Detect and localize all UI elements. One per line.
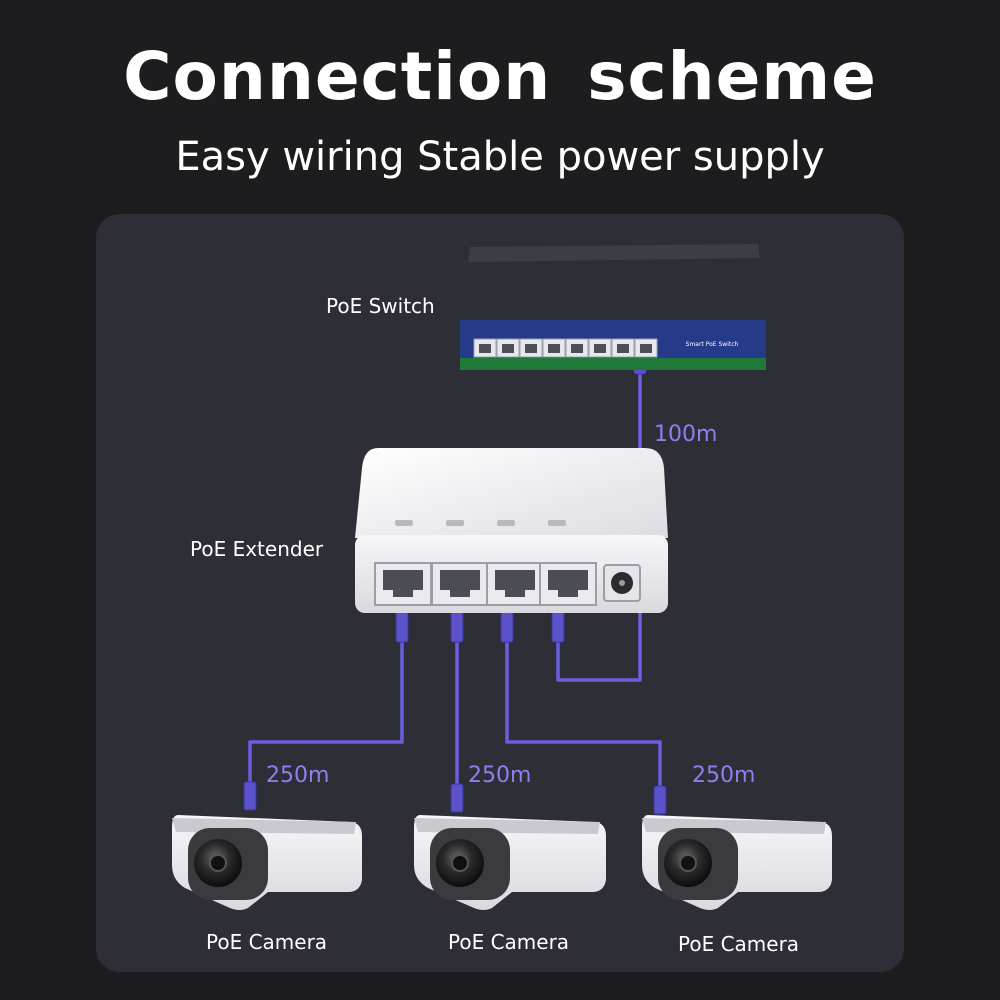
poe-extender-icon (355, 448, 668, 613)
page-title: Connection scheme (123, 38, 877, 115)
poe-switch-icon: Smart PoE Switch (458, 244, 768, 370)
cable-camera-3 (505, 640, 662, 790)
plug-extender-1 (395, 611, 409, 643)
distance-camera-3: 250m (692, 763, 756, 788)
plug-extender-3 (500, 611, 514, 643)
camera-1-icon (172, 815, 362, 910)
cable-switch-extender (556, 372, 642, 682)
camera-2-icon (414, 815, 606, 910)
camera-1-label: PoE Camera (206, 930, 328, 954)
plug-extender-2 (450, 611, 464, 643)
cables (248, 372, 662, 790)
distance-switch-extender: 100m (654, 422, 718, 447)
plug-camera-2 (450, 783, 464, 813)
distance-camera-2: 250m (468, 763, 532, 788)
camera-3-label: PoE Camera (678, 932, 800, 956)
plug-camera-3 (653, 785, 667, 815)
camera-2-label: PoE Camera (448, 930, 570, 954)
poe-extender-label: PoE Extender (190, 537, 324, 561)
plug-extender-4 (551, 611, 565, 643)
cable-camera-1 (248, 640, 404, 785)
switch-front-text: Smart PoE Switch (686, 341, 739, 348)
plug-camera-1 (243, 781, 257, 811)
page-subtitle: Easy wiring Stable power supply (175, 134, 825, 180)
poe-switch-label: PoE Switch (326, 294, 435, 318)
camera-3-icon (642, 815, 832, 910)
rj45-plugs (243, 349, 667, 815)
distance-camera-1: 250m (266, 763, 330, 788)
